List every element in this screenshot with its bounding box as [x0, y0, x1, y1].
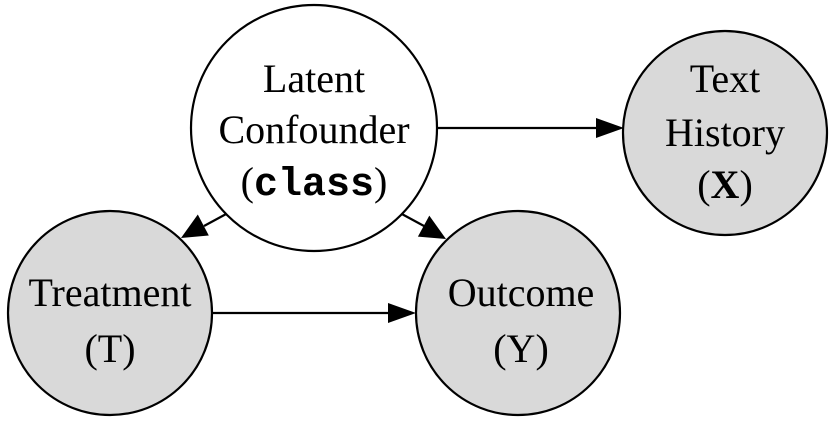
node-treatment: Treatment (T) [6, 209, 214, 417]
text-history-paren-close: ) [739, 162, 752, 207]
latent-label-line1: Latent [263, 56, 365, 101]
treatment-label-line2: (T) [84, 326, 135, 371]
node-text-history: Text History (X) [621, 29, 829, 237]
text-history-label-line3: (X) [697, 162, 753, 207]
node-latent-confounder: Latent Confounder (class) [189, 3, 439, 253]
outcome-label-line2: (Y) [493, 326, 549, 371]
node-outcome: Outcome (Y) [414, 209, 622, 417]
treatment-label-line1: Treatment [29, 270, 192, 315]
outcome-node-circle [414, 209, 622, 417]
latent-paren-close: ) [374, 159, 387, 204]
edge-treatment-to-outcome [212, 303, 416, 323]
text-history-label-line1: Text [690, 56, 761, 101]
latent-paren-open: ( [241, 159, 254, 204]
latent-code-class: class [254, 163, 374, 208]
edge-latent-to-outcome [399, 212, 446, 239]
text-history-var-x: X [711, 162, 740, 207]
text-history-paren-open: ( [697, 162, 710, 207]
edge-latent-to-treatment [181, 212, 229, 238]
latent-label-line2: Confounder [218, 107, 409, 152]
latent-label-line3: (class) [241, 159, 388, 208]
treatment-node-circle [6, 209, 214, 417]
outcome-label-line1: Outcome [448, 270, 595, 315]
edge-latent-to-text-history [436, 118, 624, 138]
edges [181, 118, 624, 323]
text-history-node-circle [621, 29, 829, 237]
text-history-label-line2: History [665, 110, 785, 155]
latent-node-circle [189, 3, 439, 253]
